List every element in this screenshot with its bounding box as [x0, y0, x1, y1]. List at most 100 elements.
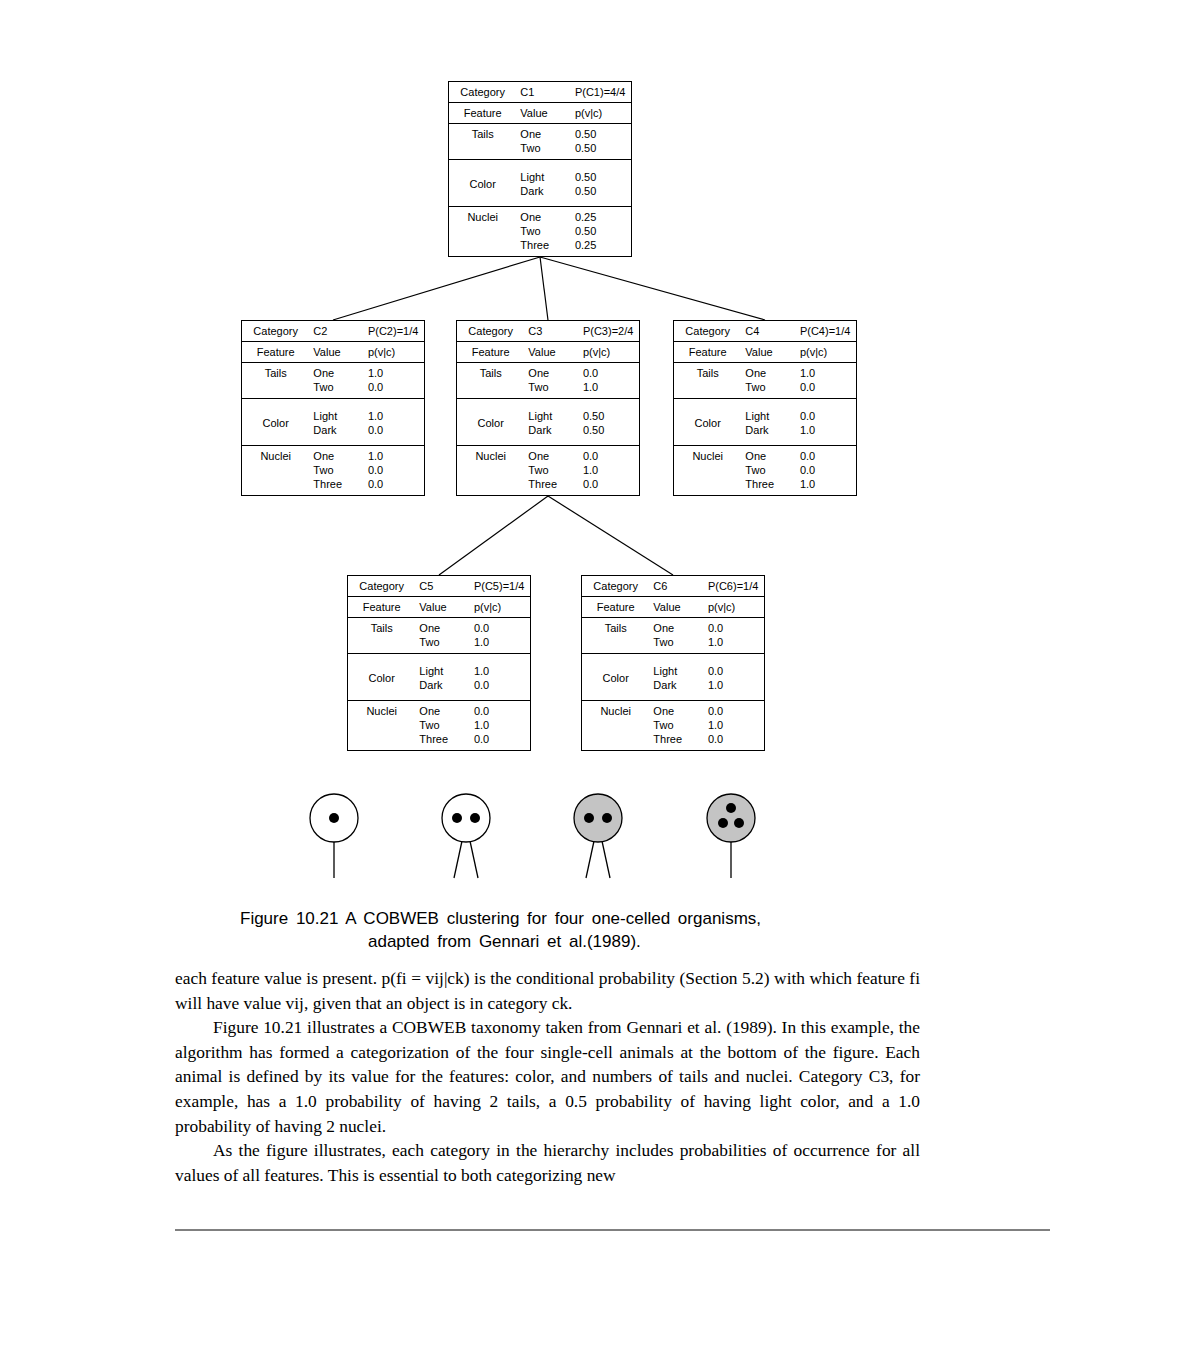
header-row: FeatureValuep(v|c) [449, 103, 631, 124]
feature-name: Nuclei [582, 704, 649, 718]
feature-value: One [516, 127, 571, 141]
feature-value: Two [309, 463, 364, 477]
tail [333, 842, 334, 878]
header-row: FeatureValuep(v|c) [674, 342, 856, 363]
probability: 0.0 [579, 449, 639, 463]
feature-value: Dark [309, 423, 364, 437]
header-cell: P(C2)=1/4 [364, 324, 424, 338]
probability: 0.0 [470, 704, 530, 718]
feature-value: Dark [649, 678, 704, 692]
organism-1 [310, 794, 358, 878]
feature-value: Two [415, 718, 470, 732]
header-row: FeatureValuep(v|c) [457, 342, 639, 363]
cell-body [707, 794, 755, 842]
feature-name: Nuclei [674, 449, 741, 463]
feature-name: Nuclei [457, 449, 524, 463]
organism-4 [707, 794, 755, 878]
header-row: CategoryC6P(C6)=1/4 [582, 576, 764, 597]
header-cell: C4 [741, 324, 796, 338]
feature-value: One [649, 704, 704, 718]
probability: 0.0 [470, 732, 530, 746]
feature-value: Two [516, 224, 571, 238]
category-table: CategoryC3P(C3)=2/4FeatureValuep(v|c)Tai… [456, 320, 640, 496]
nucleus [718, 818, 728, 828]
header-cell: C6 [649, 579, 704, 593]
feature-section: ColorLight0.50Dark0.50 [457, 399, 639, 446]
feature-value: Three [309, 477, 364, 491]
category-table: CategoryC4P(C4)=1/4FeatureValuep(v|c)Tai… [673, 320, 857, 496]
cell-body [442, 794, 490, 842]
feature-value: One [309, 366, 364, 380]
feature-value: Two [309, 380, 364, 394]
feature-value: One [309, 449, 364, 463]
feature-name: Nuclei [348, 704, 415, 718]
header-cell: P(C5)=1/4 [470, 579, 530, 593]
header-cell: Feature [348, 600, 415, 614]
header-cell: p(v|c) [571, 106, 631, 120]
probability: 0.0 [796, 449, 856, 463]
feature-value: Light [415, 664, 470, 678]
tree-link [540, 257, 765, 320]
probability: 1.0 [704, 635, 764, 649]
feature-section: TailsOne0.0Two1.0 [348, 618, 530, 654]
feature-name: Nuclei [242, 449, 309, 463]
header-cell: p(v|c) [579, 345, 639, 359]
feature-section: ColorLight1.0Dark0.0 [348, 654, 530, 701]
feature-name: Tails [449, 127, 516, 141]
probability: 1.0 [470, 664, 530, 678]
header-cell: C1 [516, 85, 571, 99]
header-cell: Feature [242, 345, 309, 359]
feature-name: Tails [457, 366, 524, 380]
feature-value: Dark [516, 184, 571, 198]
nucleus [329, 813, 339, 823]
header-cell: Category [449, 85, 516, 99]
header-cell: P(C4)=1/4 [796, 324, 856, 338]
feature-name: Color [242, 416, 309, 430]
header-cell: Feature [457, 345, 524, 359]
feature-value: Three [649, 732, 704, 746]
header-cell: Category [582, 579, 649, 593]
probability: 0.0 [364, 463, 424, 477]
feature-section: TailsOne1.0Two0.0 [242, 363, 424, 399]
tail [586, 841, 594, 878]
header-cell: Category [457, 324, 524, 338]
header-row: FeatureValuep(v|c) [348, 597, 530, 618]
feature-value: Three [415, 732, 470, 746]
category-table: CategoryC2P(C2)=1/4FeatureValuep(v|c)Tai… [241, 320, 425, 496]
feature-value: Two [741, 380, 796, 394]
feature-section: TailsOne0.50Two0.50 [449, 124, 631, 160]
feature-section: ColorLight0.50Dark0.50 [449, 160, 631, 207]
feature-value: One [415, 621, 470, 635]
probability: 0.0 [796, 409, 856, 423]
feature-name: Tails [242, 366, 309, 380]
cell-body [310, 794, 358, 842]
feature-section: NucleiOne1.0Two0.0Three0.0 [242, 446, 424, 495]
probability: 1.0 [704, 718, 764, 732]
body-text: each feature value is present. p(fi = vi… [175, 966, 920, 1187]
header-cell: C5 [415, 579, 470, 593]
feature-value: Three [741, 477, 796, 491]
paragraph: each feature value is present. p(fi = vi… [175, 966, 920, 1015]
probability: 0.0 [364, 423, 424, 437]
header-cell: Value [524, 345, 579, 359]
feature-value: Light [309, 409, 364, 423]
header-cell: Category [674, 324, 741, 338]
page-rule [175, 1230, 1050, 1231]
probability: 0.50 [571, 224, 631, 238]
feature-value: Light [741, 409, 796, 423]
feature-value: Light [524, 409, 579, 423]
tail [602, 841, 610, 878]
header-row: FeatureValuep(v|c) [582, 597, 764, 618]
header-cell: p(v|c) [796, 345, 856, 359]
feature-section: NucleiOne0.0Two1.0Three0.0 [457, 446, 639, 495]
probability: 0.25 [571, 238, 631, 252]
header-row: CategoryC4P(C4)=1/4 [674, 321, 856, 342]
figure-caption: Figure 10.21 A COBWEB clustering for fou… [240, 907, 780, 953]
probability: 1.0 [704, 678, 764, 692]
feature-name: Nuclei [449, 210, 516, 224]
probability: 1.0 [796, 477, 856, 491]
header-cell: Value [649, 600, 704, 614]
probability: 1.0 [579, 463, 639, 477]
tree-link [439, 496, 548, 575]
probability: 1.0 [364, 366, 424, 380]
